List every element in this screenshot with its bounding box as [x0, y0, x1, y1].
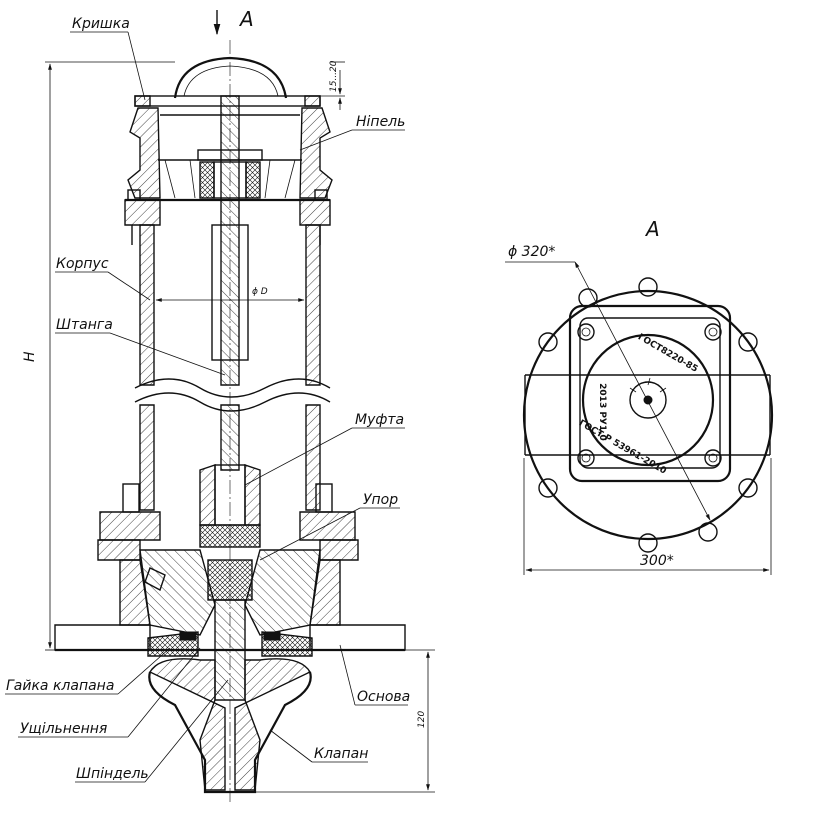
- label-rod: Штанга: [56, 317, 113, 333]
- valve-cone: [148, 658, 312, 794]
- label-seal: Ущільнення: [20, 721, 107, 737]
- bolt-holes: [538, 277, 758, 553]
- valve-height-dimension: 120: [255, 649, 435, 793]
- label-spindle: Шпіндель: [76, 766, 149, 782]
- label-coupling: Муфта: [355, 412, 404, 428]
- body-tube: [134, 224, 331, 511]
- base-body: [119, 549, 341, 636]
- label-stop: Упор: [363, 492, 398, 508]
- clearance-dimension: 15...20: [290, 60, 345, 110]
- flange-diameter-dimension: ϕ 320*: [505, 244, 711, 521]
- label-body: Корпус: [56, 256, 109, 272]
- nipple-head: [127, 107, 333, 199]
- label-nipple: Ніпель: [356, 114, 405, 130]
- leaders: Кришка Ніпель Корпус Штанга Муфта Упор Г…: [5, 16, 410, 783]
- rod: [211, 95, 249, 471]
- label-base: Основа: [357, 689, 410, 705]
- seal-rings: [147, 631, 313, 657]
- diameter-dimension: ϕ D: [155, 287, 305, 302]
- lower-flange: [97, 483, 359, 561]
- spindle: [214, 599, 246, 701]
- valve-height-label: 120: [417, 711, 427, 728]
- flange-outline: [522, 289, 774, 541]
- label-valve: Клапан: [314, 746, 368, 762]
- height-dim-label: H: [22, 351, 38, 362]
- flange-diameter-label: ϕ 320*: [508, 244, 555, 260]
- section-view: A: [5, 7, 435, 805]
- flange-width-dimension: 300*: [523, 458, 772, 575]
- view-a-title: A: [644, 217, 660, 241]
- view-arrow-label: A: [238, 7, 254, 31]
- top-view-a: A ГОСТ8220-85: [505, 217, 774, 575]
- label-cover: Кришка: [72, 16, 130, 32]
- flange-width-label: 300*: [640, 553, 674, 569]
- stamp-year-pressure: 2013 РУ1,0: [597, 383, 607, 441]
- clearance-dim-label: 15...20: [329, 60, 339, 92]
- view-arrow: A: [213, 7, 254, 36]
- label-valve-nut: Гайка клапана: [6, 678, 114, 694]
- diameter-dim-label: ϕ D: [252, 287, 268, 297]
- height-dimension: H: [22, 61, 175, 651]
